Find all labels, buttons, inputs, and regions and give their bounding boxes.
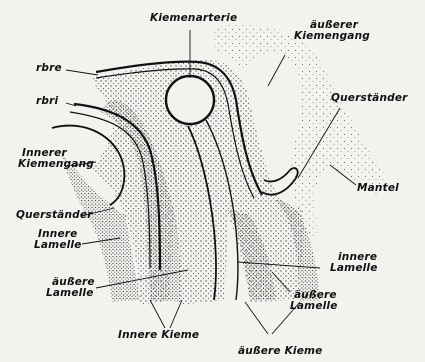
label-rbri: rbri [36, 96, 58, 107]
label-mantel: Mantel [357, 183, 399, 194]
label-innere-lamelle-left: Innere Lamelle [34, 229, 82, 251]
label-innerer-kiemengang: Innerer Kiemengang [18, 148, 94, 170]
label-rbre: rbre [36, 63, 62, 74]
label-innerer-kiemengang-line2: Kiemengang [18, 159, 94, 170]
gill-artery-circle [166, 76, 214, 124]
label-innere-lamelle-left-line2: Lamelle [34, 240, 82, 251]
label-aeussere-lamelle-right-line2: Lamelle [290, 301, 338, 312]
label-innere-lamelle-right: innere Lamelle [330, 252, 378, 274]
label-aeussere-lamelle-right: äußere Lamelle [290, 290, 338, 312]
label-aeussere-lamelle-left-line2: Lamelle [46, 288, 95, 299]
label-aeussere-kieme: äußere Kieme [238, 346, 323, 357]
label-querstaender-right: Querständer [331, 93, 408, 104]
label-aeusserer-kiemengang: äußerer Kiemengang [294, 20, 370, 42]
label-innere-kieme: Innere Kieme [118, 330, 199, 341]
label-kiemenarterie: Kiemenarterie [150, 13, 237, 24]
label-aeusserer-kiemengang-line2: Kiemengang [294, 31, 370, 42]
label-aeussere-lamelle-left: äußere Lamelle [46, 277, 95, 299]
label-innere-lamelle-right-line2: Lamelle [330, 263, 378, 274]
label-querstaender-left: Querständer [16, 210, 93, 221]
